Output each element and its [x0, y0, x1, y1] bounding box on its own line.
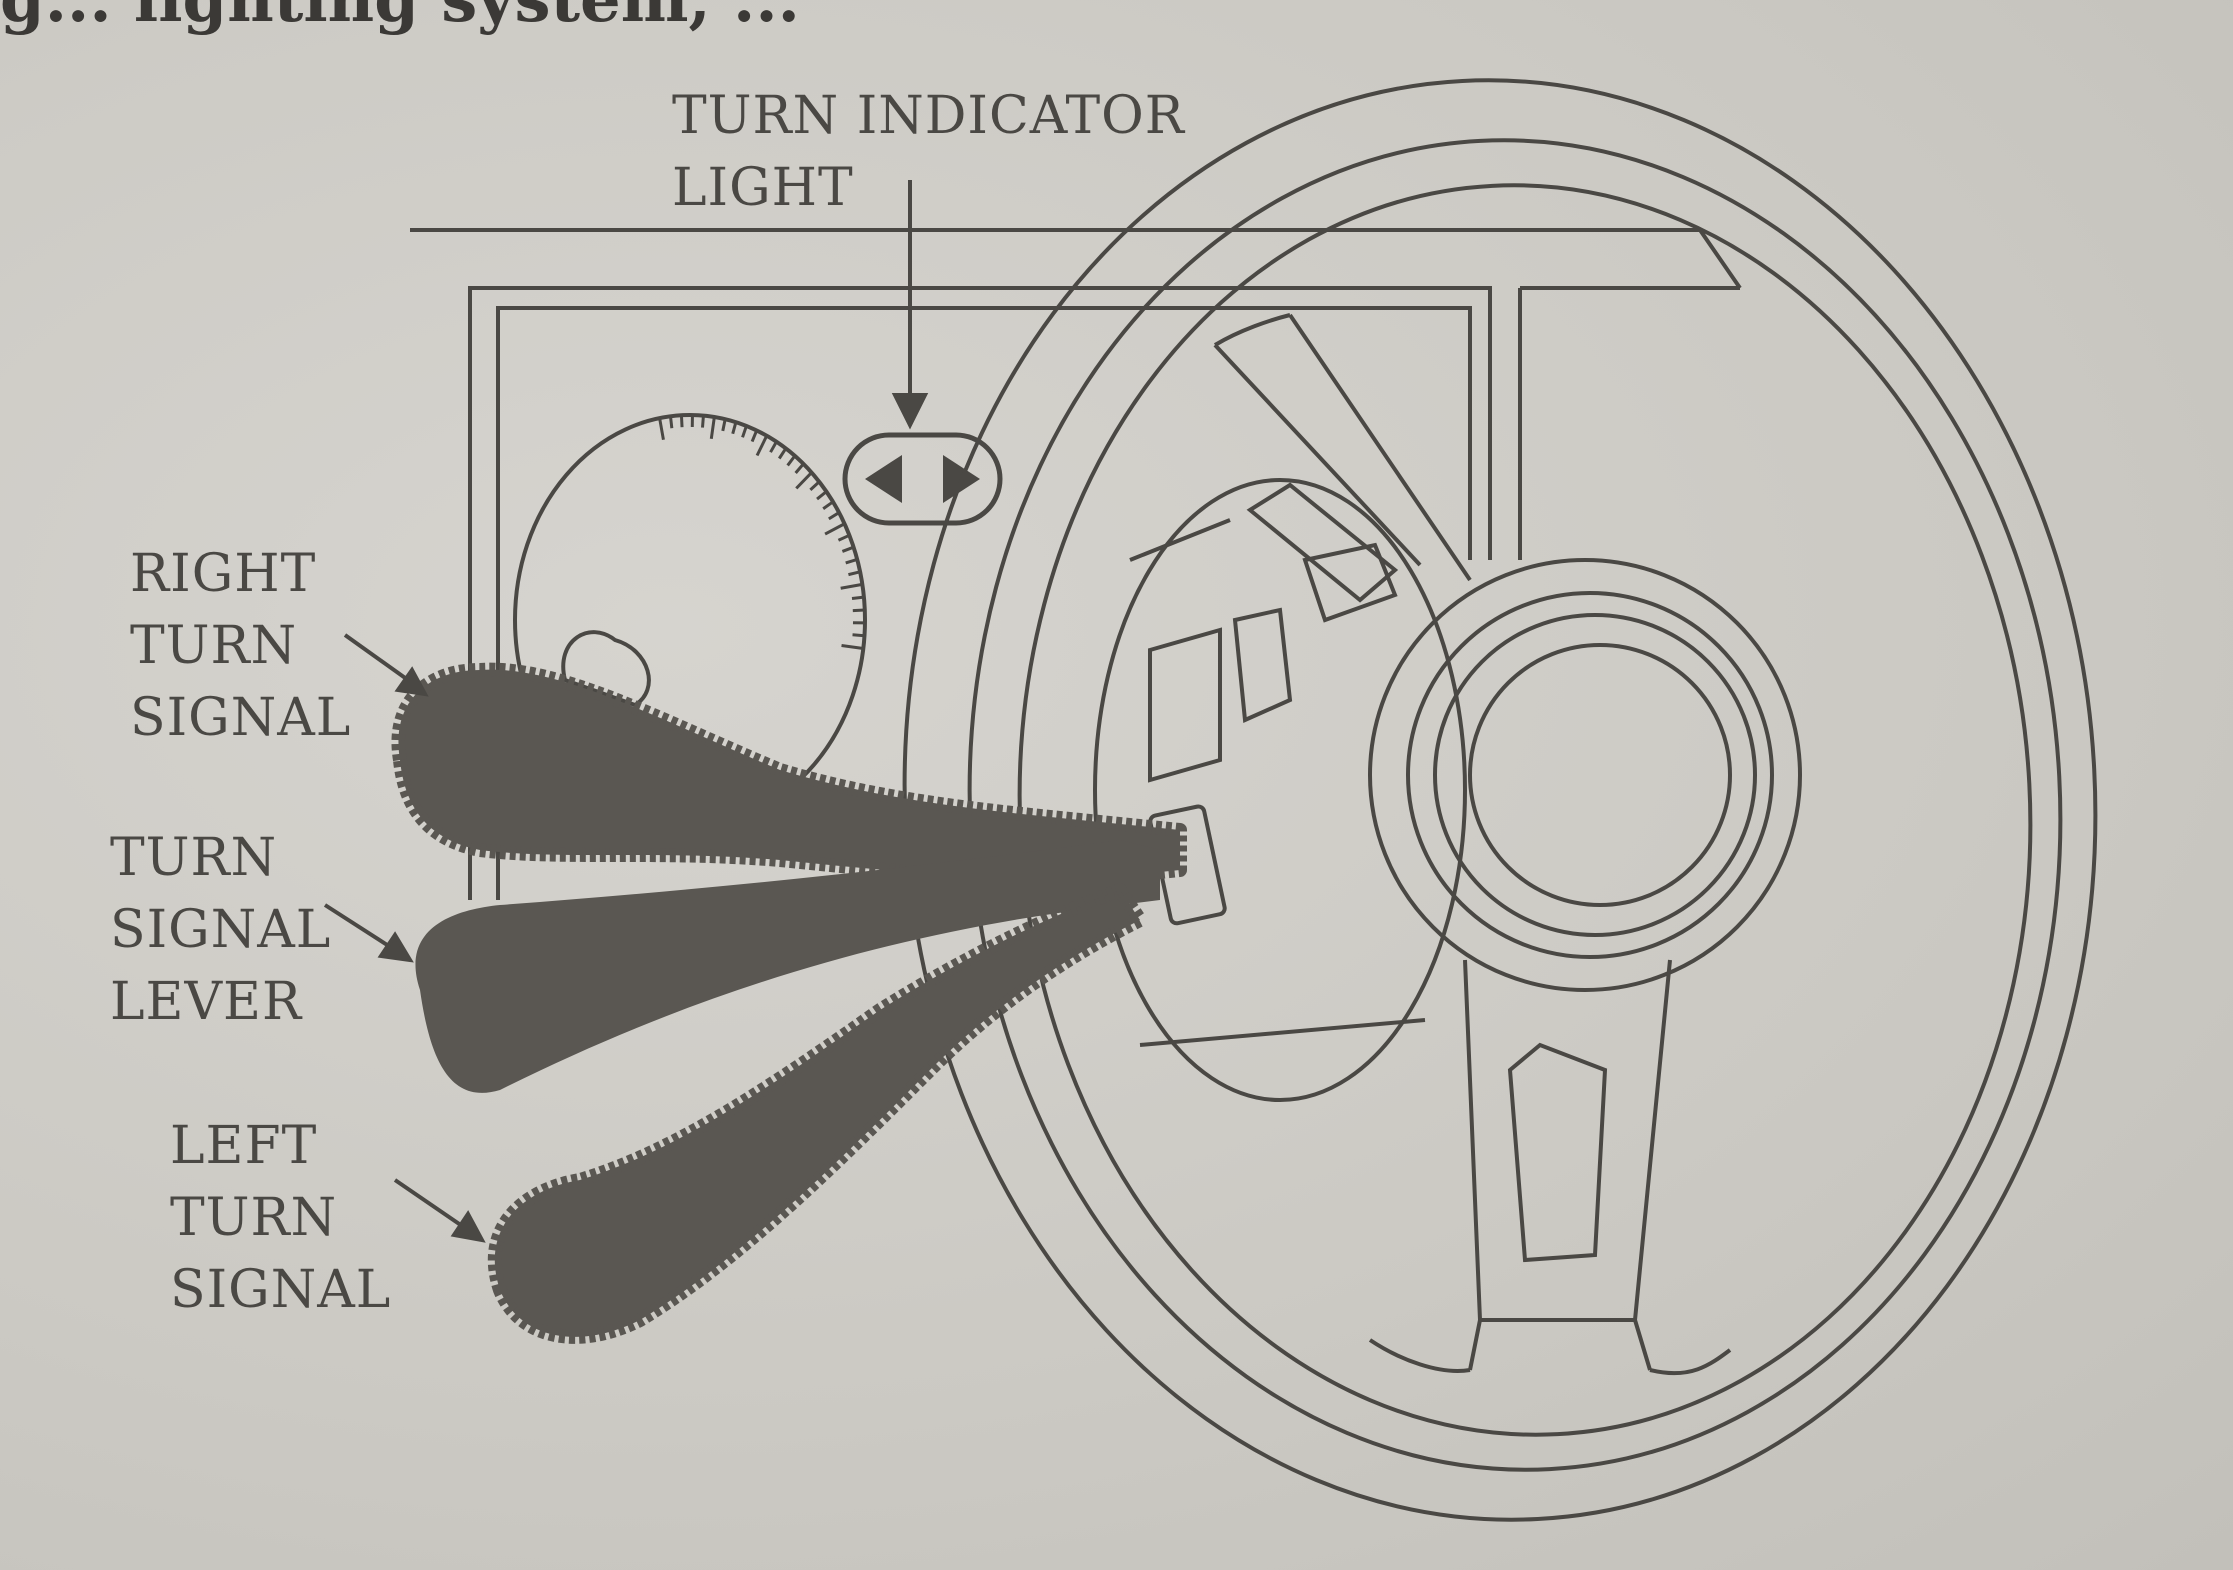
horn-pad-ring-1 [1368, 558, 1802, 992]
horn-pad-center [1468, 643, 1732, 907]
upper-spoke-slot [1246, 482, 1399, 603]
right-turn-signal-pointer [343, 633, 417, 687]
gauge-tick [794, 462, 805, 474]
instrument-panel-frame [468, 286, 1492, 900]
gauge-tick [828, 511, 840, 521]
lower-spoke [1463, 959, 1672, 1322]
label-line: TURN [110, 828, 278, 888]
column-bracket [1148, 607, 1293, 783]
gauge-tick [840, 582, 863, 590]
left-turn-signal-lever [487, 883, 1147, 1344]
wheel-inner-rim [967, 138, 2063, 1472]
label-line: TURN [170, 1188, 338, 1248]
gauge-tick [851, 595, 865, 600]
label-line: SIGNAL [170, 1260, 392, 1320]
label-line: TURN [130, 616, 298, 676]
indicator-pointer-arrow [891, 180, 929, 430]
label-pointer-arrows [323, 633, 486, 1243]
gauge-tick [837, 533, 850, 542]
wheel-outer-rim [902, 78, 2098, 1522]
gauge-tick [786, 454, 797, 467]
label-line: LEVER [110, 972, 303, 1032]
gauge-tick [741, 425, 748, 438]
gauge-tick [848, 570, 861, 577]
left-arrow-icon [865, 455, 902, 503]
gauge-tick [852, 608, 865, 613]
upper-spoke [1213, 313, 1472, 582]
label-line: TURN INDICATOR [672, 86, 1185, 146]
label-line: LEFT [170, 1116, 318, 1176]
turn-signal-lever [415, 840, 1160, 1093]
gauge-tick [709, 416, 716, 439]
gauge-tick [795, 471, 813, 490]
gauge-tick [841, 643, 864, 651]
gauge-tick [721, 418, 727, 432]
right-turn-signal-lever [391, 662, 1187, 887]
label-turn-indicator-light: TURN INDICATOR LIGHT [672, 80, 1185, 224]
label-right-turn-signal: RIGHT TURN SIGNAL [130, 538, 351, 754]
label-line: RIGHT [130, 544, 317, 604]
gauge-tick [845, 557, 858, 565]
label-left-turn-signal: LEFT TURN SIGNAL [170, 1110, 391, 1326]
gauge-needle-hub [561, 630, 651, 708]
panel-right-frame [1518, 228, 1742, 560]
gauge-tick [750, 429, 759, 443]
gauge-tick [669, 416, 674, 429]
instrument-panel-inner-frame [496, 306, 1472, 900]
horn-pad-ring-2 [1406, 591, 1774, 959]
label-line: SIGNAL [110, 900, 332, 960]
gauge-tick [777, 447, 788, 460]
gauge-tick [701, 415, 705, 428]
turn-signal-lever-pointer [323, 903, 397, 952]
horn-pad-ring-3 [1433, 613, 1757, 937]
gauge-tick [731, 421, 738, 435]
steering-column-shroud [1093, 478, 1467, 1102]
heading-fragment: g... lighting system, ... [0, 0, 800, 37]
label-turn-signal-lever: TURN SIGNAL LEVER [110, 822, 331, 1038]
gauge-tick [769, 441, 778, 453]
steering-wheel [902, 78, 2098, 1522]
gauge-tick [824, 522, 846, 536]
gauge-tick [755, 435, 769, 457]
gauge-tick [852, 633, 865, 638]
lower-spoke-slot [1507, 1042, 1608, 1263]
gauge-tick [679, 415, 684, 428]
left-turn-signal-pointer [393, 1178, 470, 1232]
gauge-tick [809, 480, 821, 491]
gauge-tick [841, 545, 855, 553]
gauge-tick [816, 490, 828, 501]
label-line: SIGNAL [130, 688, 352, 748]
speedometer-scale [658, 414, 866, 651]
gauge-tick [658, 417, 665, 441]
label-line: LIGHT [672, 158, 854, 218]
gauge-tick [822, 500, 834, 510]
